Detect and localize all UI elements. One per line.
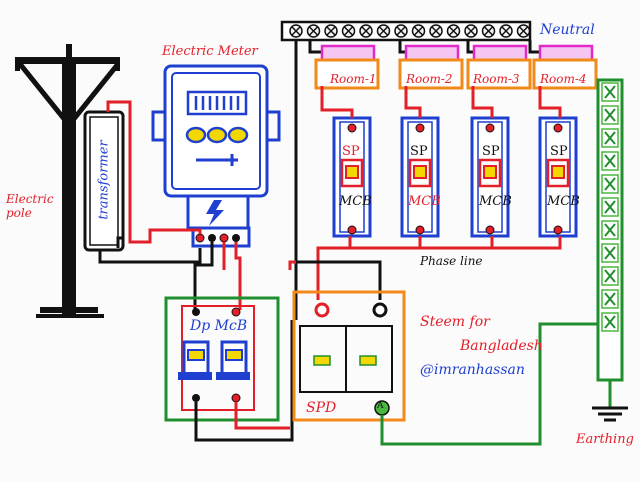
electric-meter-label: Electric Meter	[162, 44, 258, 59]
neutral-label: Neutral	[540, 22, 595, 38]
mcb-4-top-label: SP	[550, 144, 568, 159]
screw-terminal-icon	[289, 24, 303, 38]
mcb-1-bottom-label: MCB	[339, 194, 372, 209]
watermark-line3: @imranhassan	[420, 362, 525, 378]
screw-terminal-icon	[289, 24, 531, 38]
mcb-2-top-label: SP	[410, 144, 428, 159]
dp-mcb-label: Dp McB	[190, 318, 248, 334]
mcb-3-bottom-label: MCB	[479, 194, 512, 209]
earth-terminal	[601, 289, 619, 309]
screw-terminal-icon	[446, 24, 461, 38]
electric-meter	[151, 64, 281, 248]
room-label-3: Room-3	[473, 72, 520, 86]
earth-terminal	[601, 174, 619, 194]
sp-mcb-1	[332, 116, 372, 238]
screw-terminal-icon	[359, 24, 373, 38]
room-box-3	[466, 44, 532, 90]
watermark-line2: Bangladesh	[460, 338, 543, 354]
screw-terminal-icon	[464, 24, 478, 38]
room-box-4	[532, 44, 598, 90]
earth-terminal	[601, 266, 619, 286]
mcb-2-bottom-label: MCB	[408, 194, 441, 209]
mcb-1-top-label: SP	[342, 144, 360, 159]
transformer-box	[83, 110, 125, 252]
earth-ground-icon	[592, 406, 628, 422]
spd-terminal-label: A	[377, 401, 384, 411]
screw-terminal-icon	[341, 24, 356, 38]
room-label-4: Room-4	[540, 72, 587, 86]
watermark-line1: Steem for	[420, 314, 490, 330]
earth-terminal	[601, 151, 619, 171]
spd-device	[292, 290, 406, 422]
electric-pole-icon	[15, 44, 120, 318]
room-loads	[314, 44, 598, 90]
phase-line	[288, 236, 562, 270]
mcb-3-top-label: SP	[482, 144, 500, 159]
screw-terminal-icon	[516, 24, 531, 38]
screw-terminal-icon	[394, 24, 408, 38]
transformer-label: transformer	[96, 140, 112, 220]
earth-terminal	[601, 220, 619, 240]
spd-label: SPD	[306, 400, 337, 416]
dp-mcb-panel	[164, 296, 280, 422]
room-label-1: Room-1	[330, 72, 377, 86]
screw-terminal-icon	[429, 24, 443, 38]
screw-terminal-icon	[306, 24, 321, 38]
screw-terminal-icon	[411, 24, 426, 38]
earth-terminal	[601, 312, 619, 332]
mcb-4-bottom-label: MCB	[547, 194, 580, 209]
screw-terminal-icon	[376, 24, 391, 38]
room-box-2	[398, 44, 464, 90]
earth-terminal	[601, 128, 619, 148]
sp-mcb-2	[400, 116, 440, 238]
lightning-icon	[206, 200, 224, 226]
earth-terminal	[601, 243, 619, 263]
sp-mcb-3	[470, 116, 510, 238]
sp-mcb-4	[538, 116, 578, 238]
room-label-2: Room-2	[406, 72, 453, 86]
screw-terminal-icon	[481, 24, 496, 38]
electric-pole-label: Electric pole	[6, 192, 54, 220]
screw-terminal-icon	[499, 24, 513, 38]
earth-terminal	[601, 82, 619, 102]
phase-line-label: Phase line	[420, 254, 483, 268]
sp-mcb-group	[332, 116, 578, 238]
earth-terminal	[601, 197, 619, 217]
earthing-label: Earthing	[576, 432, 634, 447]
room-box-1	[314, 44, 380, 90]
earth-terminals	[601, 82, 619, 332]
earth-terminal	[601, 105, 619, 125]
screw-terminal-icon	[324, 24, 338, 38]
